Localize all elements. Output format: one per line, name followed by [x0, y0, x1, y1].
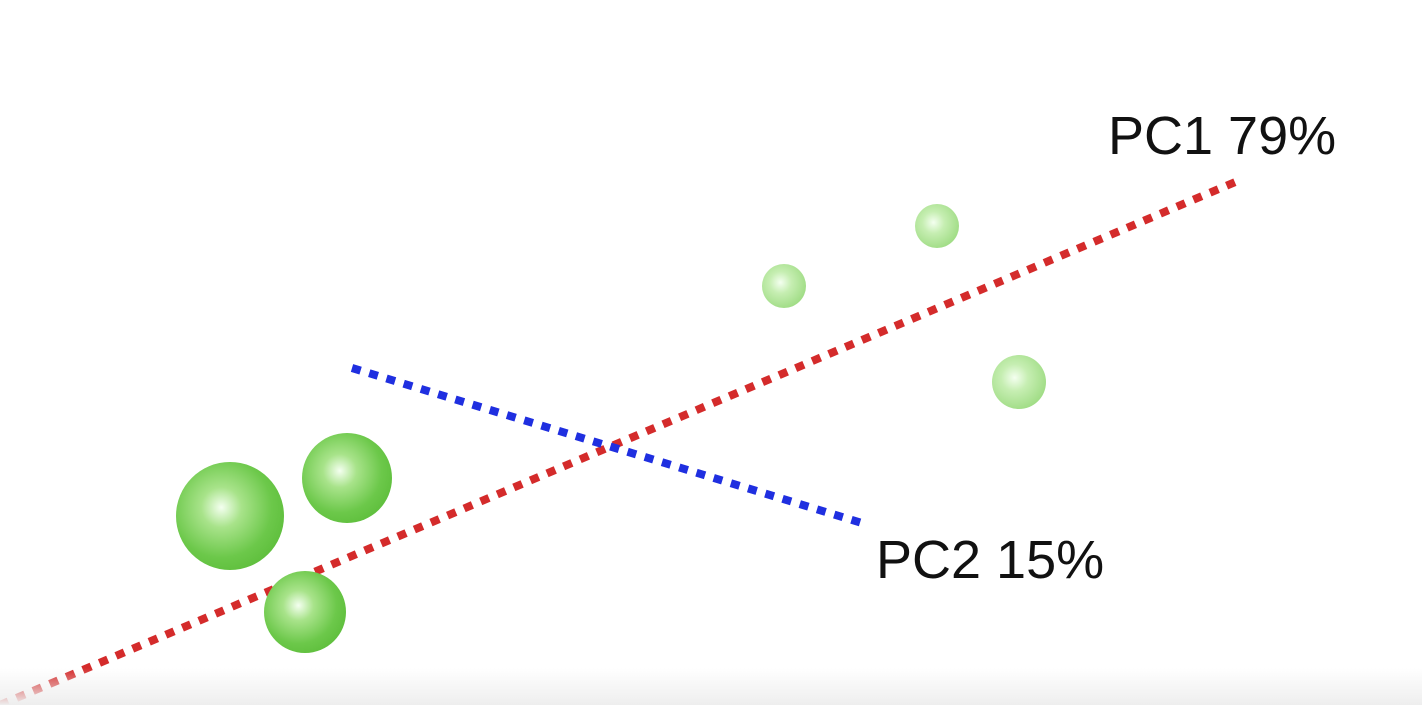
pc2-axis-line	[350, 364, 864, 527]
pc1-axis-label: PC1 79%	[1108, 106, 1336, 166]
data-point	[992, 355, 1046, 409]
bottom-shade	[0, 668, 1422, 705]
pc2-axis-label: PC2 15%	[876, 530, 1104, 590]
data-point	[264, 571, 346, 653]
data-point	[762, 264, 806, 308]
data-point	[302, 433, 392, 523]
data-point	[915, 204, 959, 248]
pc1-axis-line	[0, 176, 1242, 705]
data-point	[176, 462, 284, 570]
